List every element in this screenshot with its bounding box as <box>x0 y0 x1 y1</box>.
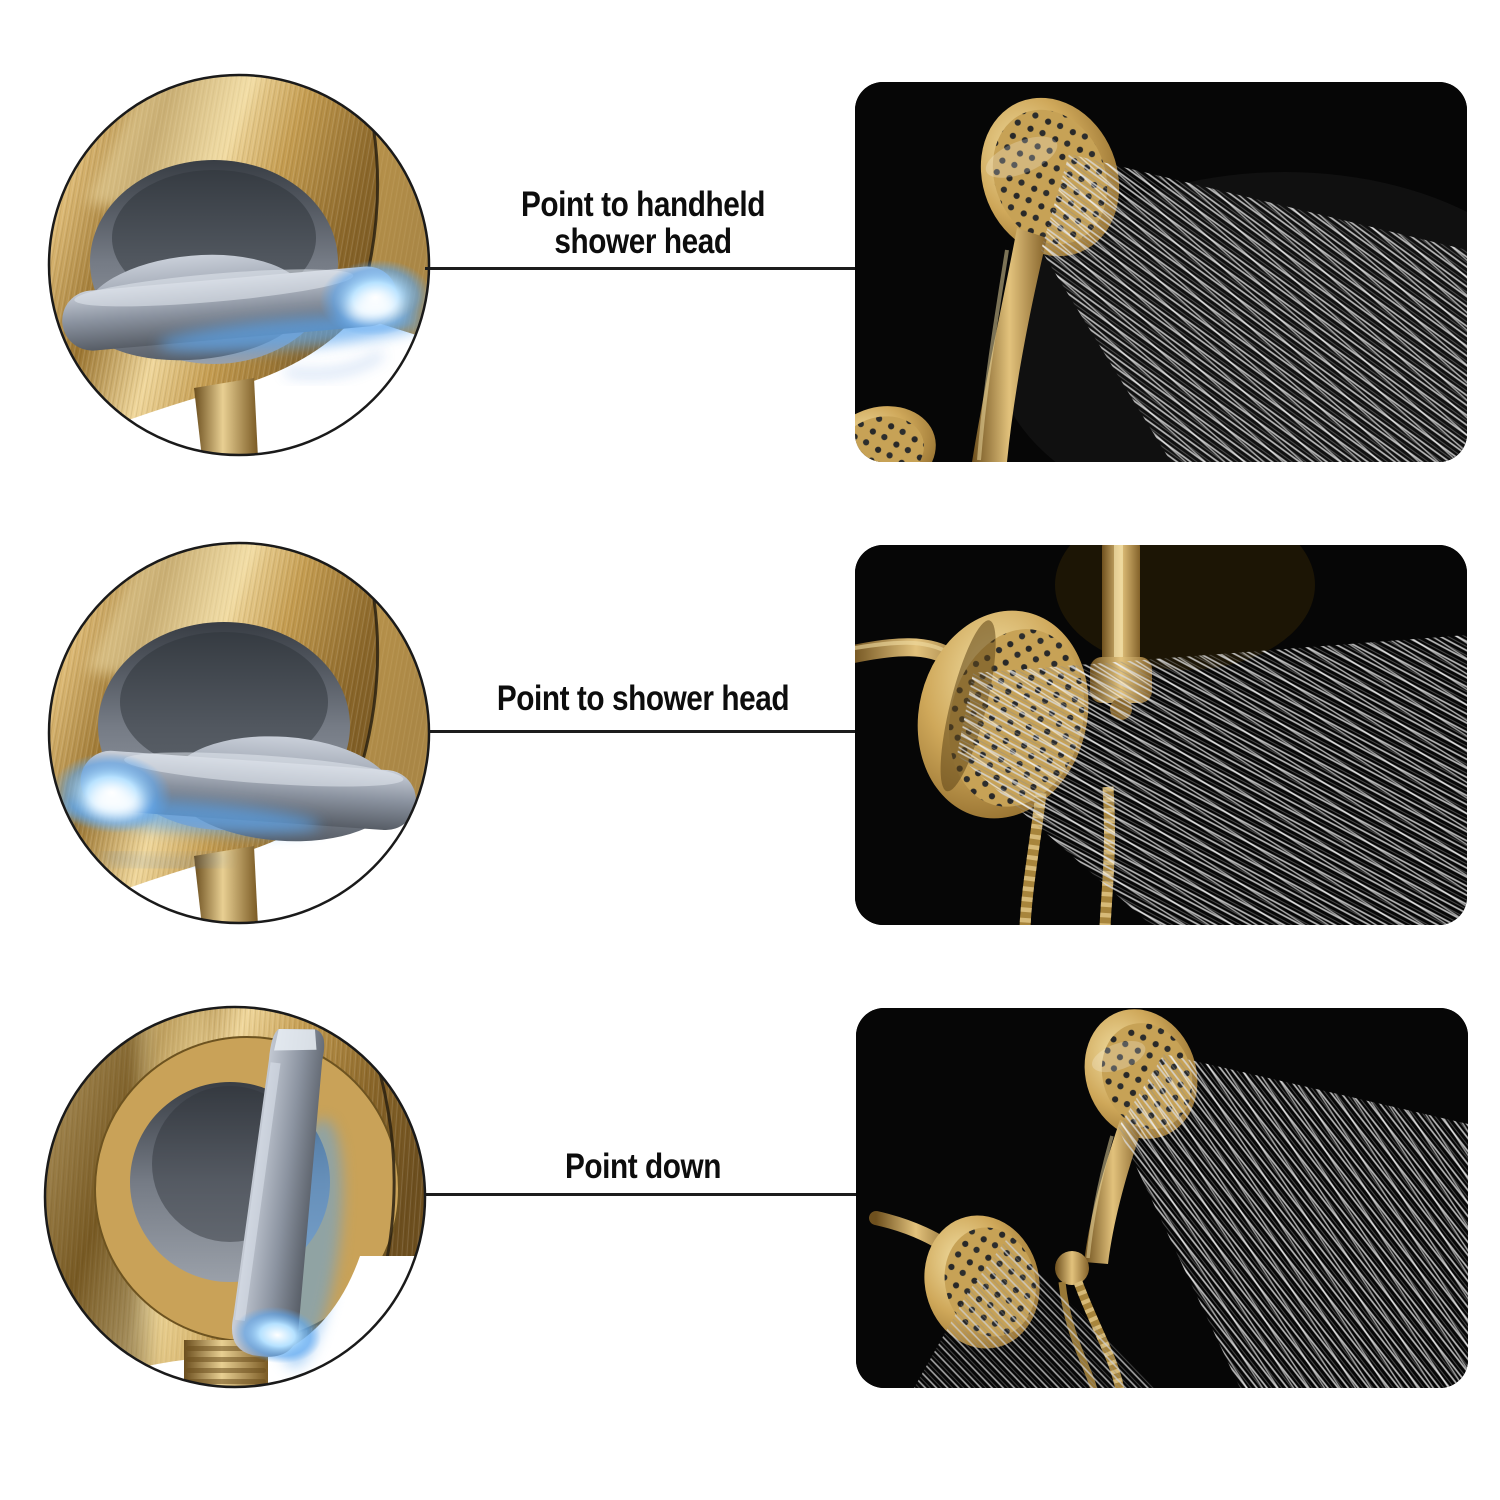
label-line: shower head <box>554 222 732 261</box>
water-spray-fixed <box>914 1240 1156 1388</box>
water-spray <box>1041 154 1467 462</box>
photo-both-showers <box>856 1008 1468 1388</box>
partial-shower-head <box>855 406 936 462</box>
fixed-shower-spraying-illustration <box>855 545 1467 925</box>
callout-line-3 <box>424 1193 858 1196</box>
diverter-lever-left-illustration <box>47 541 431 925</box>
lever-pointing-down <box>232 1028 343 1368</box>
diverter-lever-right-illustration <box>47 73 431 457</box>
lever-pointing-right <box>62 254 429 361</box>
label-point-down: Point down <box>428 1148 858 1185</box>
photo-handheld-shower <box>855 82 1467 462</box>
callout-circle-lever-right <box>46 72 432 458</box>
water-spray-handheld <box>1118 1054 1468 1388</box>
label-line: Point to handheld <box>521 185 765 224</box>
handheld-holder <box>1055 1251 1089 1285</box>
callout-line-1 <box>425 267 857 270</box>
both-showers-spraying-illustration <box>856 1008 1468 1388</box>
diverter-lever-down-illustration <box>43 1005 427 1389</box>
callout-circle-lever-down <box>42 1004 428 1390</box>
handheld-shower-spraying-illustration <box>855 82 1467 462</box>
label-point-to-handheld: Point to handheld shower head <box>428 186 858 260</box>
photo-fixed-shower <box>855 545 1467 925</box>
callout-line-2 <box>428 730 857 733</box>
lever-pointing-left <box>50 736 416 842</box>
shower-handle <box>972 228 1047 462</box>
water-spray <box>957 635 1467 925</box>
label-line: Point to shower head <box>496 679 790 718</box>
callout-circle-lever-left <box>46 540 432 926</box>
label-line: Point down <box>564 1147 722 1186</box>
label-point-to-shower-head: Point to shower head <box>428 680 858 717</box>
shower-handle <box>1084 1120 1142 1264</box>
